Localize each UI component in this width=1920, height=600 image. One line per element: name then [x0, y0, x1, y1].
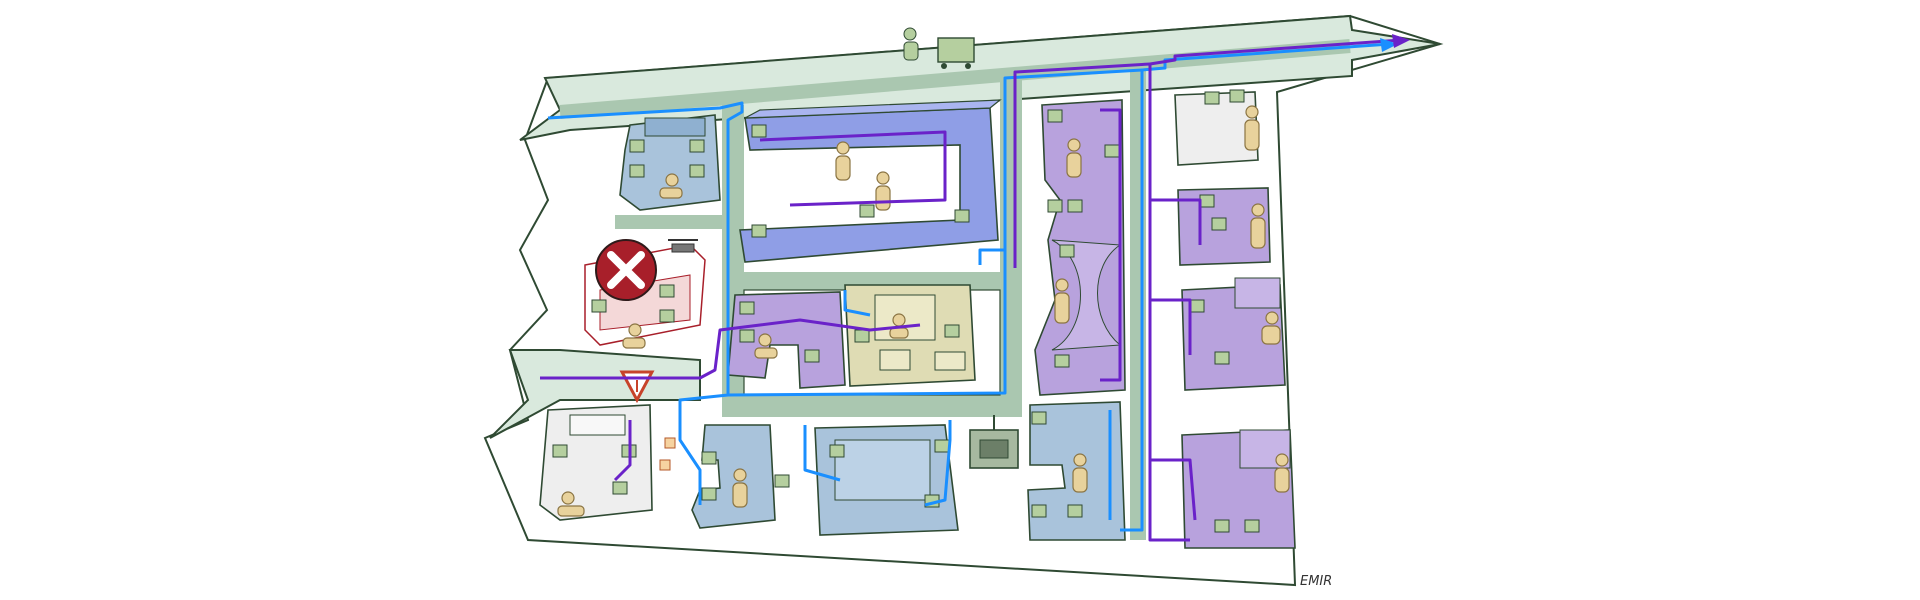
- station-grey-bottom-left: [539, 404, 653, 521]
- workers: [557, 105, 1290, 517]
- small-parcels: [659, 437, 676, 471]
- station-purple-right-2: [1181, 277, 1286, 391]
- worker: [1250, 203, 1266, 249]
- artist-signature: EMIR: [1300, 574, 1332, 589]
- station-light-blue-bottom-1: [691, 424, 790, 529]
- worker: [1054, 278, 1070, 324]
- worker: [1066, 138, 1082, 178]
- drone-icon: [668, 239, 698, 253]
- worker: [1072, 453, 1088, 493]
- worker: [1261, 311, 1281, 345]
- worker: [659, 173, 683, 199]
- station-light-blue-top-left: [619, 114, 721, 211]
- cart-icon: [903, 27, 975, 69]
- flow-blue: [547, 42, 1391, 532]
- station-dark-blue-c: [739, 99, 1002, 263]
- worker: [754, 333, 778, 359]
- worker: [1244, 105, 1260, 151]
- machine-icon: [969, 415, 1019, 469]
- no-entry-icon: [595, 239, 657, 301]
- worker: [889, 313, 909, 339]
- station-grey-top-right: [1174, 89, 1259, 166]
- worker: [1274, 453, 1290, 493]
- flow-purple: [540, 38, 1403, 542]
- worker: [835, 141, 851, 181]
- station-cream-machine: [844, 284, 976, 387]
- worker: [557, 491, 585, 517]
- worker: [622, 323, 646, 349]
- station-light-blue-bottom-2: [814, 424, 959, 536]
- worker: [875, 171, 891, 211]
- station-purple-mid-left: [727, 291, 846, 389]
- flow-arrowheads: [1380, 34, 1410, 52]
- worker: [732, 468, 748, 508]
